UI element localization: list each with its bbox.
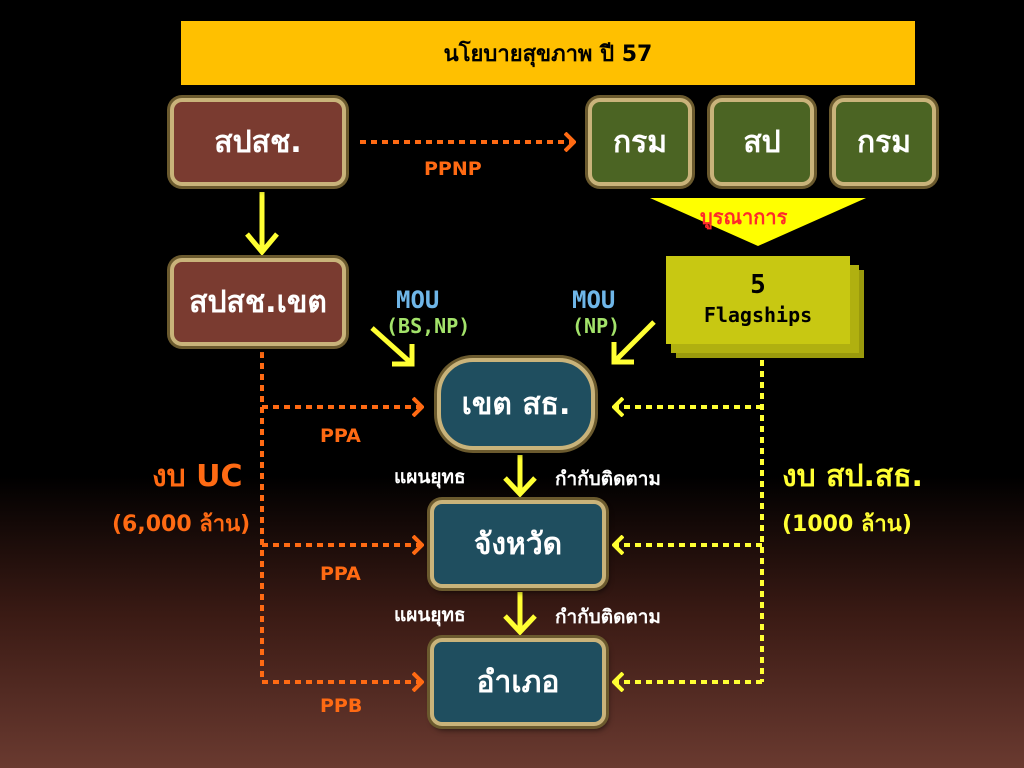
khet-to-changwat-arrowhead [503,476,537,498]
mou-left-arrow [370,326,412,364]
spsch-box: สปสช. [170,98,346,186]
buranakan-label: บูรณาการ [700,205,788,229]
changwat-to-amphoe-arrowhead [503,614,537,636]
changwat-box: จังหวัด [430,500,606,588]
mou-left-arrowhead [392,344,415,367]
mou-right-arrow [614,320,656,362]
budget-sp-amount: (1000 ล้าน) [782,512,912,537]
monitor-label-1: กำกับติดตาม [555,468,661,490]
plan-label-2: แผนยุทธ [394,604,466,626]
mou-right-sub-label: (NP) [572,314,621,338]
monitor-label-2: กำกับติดตาม [555,606,661,628]
buranakan-triangle [650,198,866,246]
khet-sth-box: เขต สธ. [437,358,595,450]
flagships-label: Flagships [703,303,813,327]
ppa-label-2: PPA [320,563,361,585]
budget-sp-label: งบ สป.สธ. [782,459,923,494]
spsch-khet-box: สปสช.เขต [170,258,346,346]
mou-left-sub-label: (BS,NP) [386,314,471,338]
flagships-card: 5 Flagships [666,256,850,344]
ppb-label: PPB [320,695,363,717]
ppa-label-1: PPA [320,425,361,447]
mou-right-arrowhead [611,342,634,365]
krom-box-1: กรม [588,98,692,186]
flagships-number: 5 [750,270,766,300]
budget-uc-label: งบ UC [152,459,243,494]
krom-box-2: กรม [832,98,936,186]
sp-box: สป [710,98,814,186]
ppnp-label: PPNP [424,158,482,180]
page-title: นโยบายสุขภาพ ปี 57 [181,21,915,85]
mou-left-label: MOU [396,286,440,314]
mou-right-label: MOU [572,286,616,314]
amphoe-box: อำเภอ [430,638,606,726]
spsch-down-arrowhead [245,232,279,256]
budget-uc-amount: (6,000 ล้าน) [112,512,251,537]
plan-label-1: แผนยุทธ [394,466,466,488]
